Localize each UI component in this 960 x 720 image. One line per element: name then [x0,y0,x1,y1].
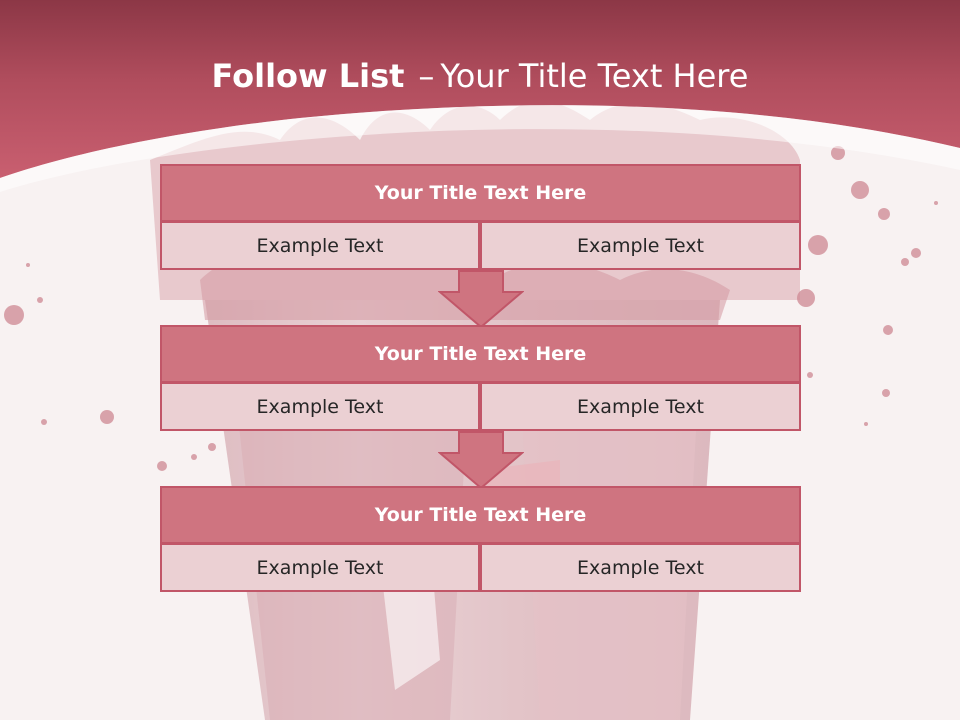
follow-block-3: Your Title Text Here Example Text Exampl… [160,486,801,592]
block-title: Your Title Text Here [160,325,801,382]
follow-block-1: Your Title Text Here Example Text Exampl… [160,164,801,270]
block-cell-left: Example Text [160,382,480,431]
slide-title-rest: Your Title Text Here [440,57,749,95]
block-cell-right: Example Text [480,543,801,592]
follow-block-2: Your Title Text Here Example Text Exampl… [160,325,801,431]
block-title: Your Title Text Here [160,164,801,221]
block-cell-right: Example Text [480,382,801,431]
block-title: Your Title Text Here [160,486,801,543]
slide-title-bold: Follow List [211,57,405,95]
droplets [4,146,938,471]
slide-title-dash: – [418,57,435,95]
block-cell-left: Example Text [160,221,480,270]
header-band [0,0,960,178]
down-arrow-icon [438,270,524,328]
block-cell-right: Example Text [480,221,801,270]
down-arrow-icon [438,431,524,489]
block-cell-left: Example Text [160,543,480,592]
slide-title: Follow List–Your Title Text Here [0,54,960,98]
